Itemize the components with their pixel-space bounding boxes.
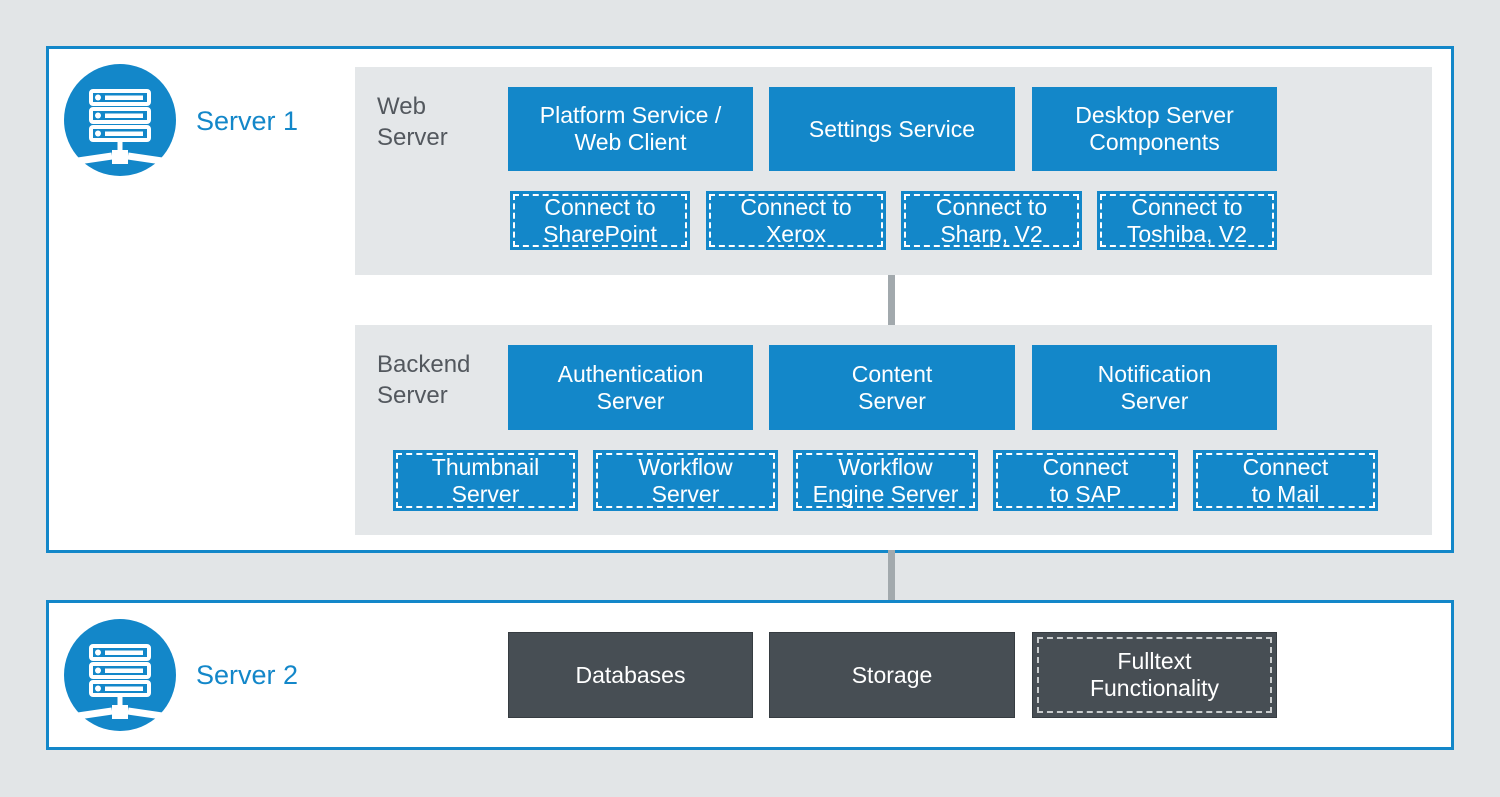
connector-server1-server2 [888, 550, 895, 600]
box-connect-to-sharepoint: Connect to SharePoint [510, 191, 690, 250]
box-connect-to-sharp-v2: Connect to Sharp, V2 [901, 191, 1082, 250]
box-fulltext-functionality: Fulltext Functionality [1032, 632, 1277, 718]
box-settings-service: Settings Service [769, 87, 1015, 171]
box-platform-service-web-client: Platform Service / Web Client [508, 87, 753, 171]
box-connect-to-toshiba-v2: Connect to Toshiba, V2 [1097, 191, 1277, 250]
box-desktop-server-components: Desktop Server Components [1032, 87, 1277, 171]
box-connect-to-sap: Connect to SAP [993, 450, 1178, 511]
box-databases: Databases [508, 632, 753, 718]
box-storage: Storage [769, 632, 1015, 718]
server2-frame: Server 2 Databases Storage Fulltext Func… [46, 600, 1454, 750]
server-rack-icon [64, 64, 176, 176]
box-notification-server: Notification Server [1032, 345, 1277, 430]
box-workflow-server: Workflow Server [593, 450, 778, 511]
server1-label: Server 1 [196, 106, 299, 136]
server-rack-icon [64, 619, 176, 731]
box-content-server: Content Server [769, 345, 1015, 430]
box-authentication-server: Authentication Server [508, 345, 753, 430]
server2-label: Server 2 [196, 660, 299, 690]
box-connect-to-mail: Connect to Mail [1193, 450, 1378, 511]
box-thumbnail-server: Thumbnail Server [393, 450, 578, 511]
connector-web-backend [888, 275, 895, 325]
backend-server-panel-label: Backend Server [377, 351, 471, 409]
web-server-panel-label: Web Server [377, 93, 448, 151]
box-connect-to-xerox: Connect to Xerox [706, 191, 886, 250]
box-workflow-engine-server: Workflow Engine Server [793, 450, 978, 511]
server1-frame: Server 1 Web Server Platform Service / W… [46, 46, 1454, 553]
